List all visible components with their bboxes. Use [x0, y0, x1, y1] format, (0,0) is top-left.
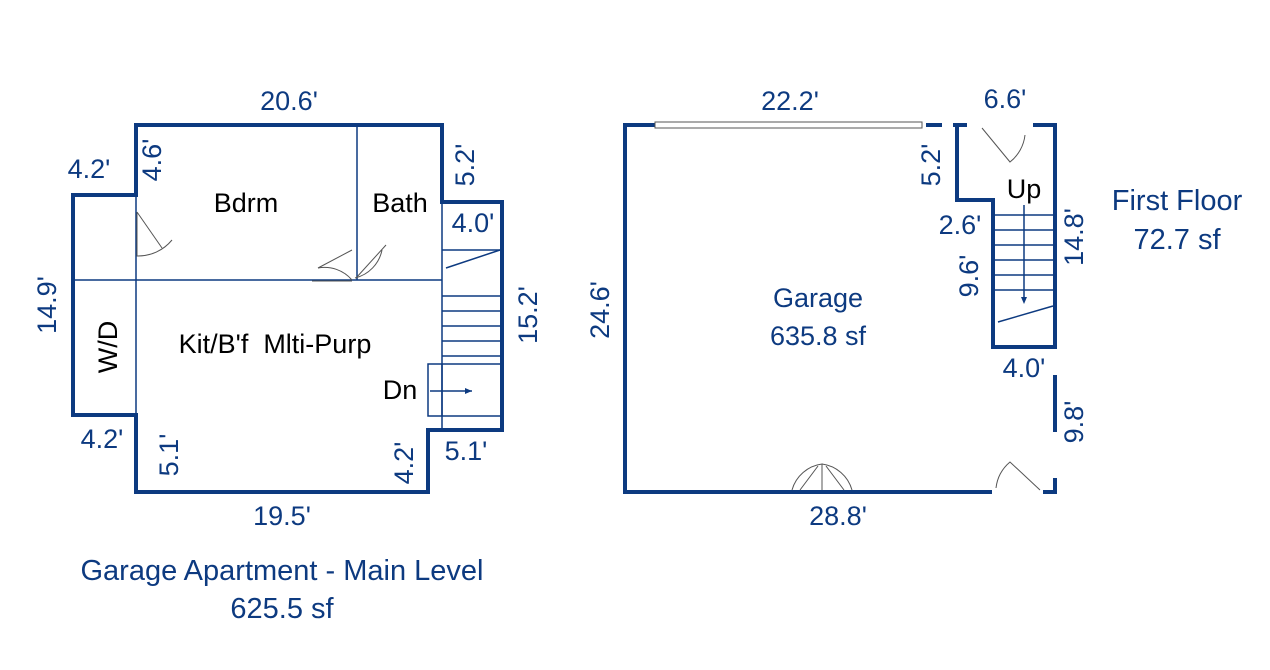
dim-bedroom-wall: 4.6' — [137, 139, 167, 182]
room-label-garage: Garage — [773, 283, 863, 313]
room-label-kitchen: Kit/B'f Mlti-Purp — [179, 329, 372, 359]
dim-stair-top: 4.0' — [452, 208, 495, 238]
dim-stair-notch: 5.2' — [916, 144, 946, 187]
room-label-bedroom: Bdrm — [214, 188, 279, 218]
stairs-down-label: Dn — [383, 375, 418, 405]
dim-stair-right: 14.8' — [1059, 208, 1089, 266]
dim-left-height: 14.9' — [32, 276, 62, 334]
main-stairs — [427, 249, 503, 417]
dim-garage-right-lower: 9.8' — [1059, 401, 1089, 444]
stairs-up-label: Up — [1007, 174, 1042, 204]
dim-garage-top: 22.2' — [761, 86, 819, 116]
garage-plan: Garage 635.8 sf Up 22.2' 6.6' 5.2' 2.6' … — [585, 84, 1089, 531]
room-label-bath: Bath — [372, 188, 428, 218]
dim-bottom-step: 5.1' — [445, 436, 488, 466]
garage-exterior-wall — [623, 123, 992, 494]
dim-bath-right: 5.2' — [450, 144, 480, 187]
main-level-plan: Bdrm Bath W/D Kit/B'f Mlti-Purp Dn 20.6'… — [32, 86, 543, 625]
overhead-garage-door — [654, 121, 923, 129]
main-level-doors — [136, 211, 387, 282]
dim-stair-height: 15.2' — [513, 286, 543, 344]
dim-main-bottom: 19.5' — [253, 501, 311, 531]
dim-left-lower: 4.2' — [81, 424, 124, 454]
main-level-area: 625.5 sf — [230, 593, 334, 625]
first-floor-area: 72.7 sf — [1133, 224, 1221, 256]
main-level-title: Garage Apartment - Main Level — [81, 555, 484, 587]
dim-bottom-right-vertical: 4.2' — [389, 442, 419, 485]
dim-left-upper: 4.2' — [68, 154, 111, 184]
dim-bottom-left-vertical: 5.1' — [154, 434, 184, 477]
up-stairs — [993, 205, 1055, 323]
dim-stair-top: 6.6' — [984, 84, 1027, 114]
dim-main-top: 20.6' — [260, 86, 318, 116]
room-label-laundry: W/D — [93, 321, 123, 373]
garage-area: 635.8 sf — [770, 321, 867, 351]
dim-stair-step: 2.6' — [939, 210, 982, 240]
dim-garage-left: 24.6' — [585, 281, 615, 339]
first-floor-title: First Floor — [1112, 185, 1243, 217]
dim-stair-bottom: 4.0' — [1003, 353, 1046, 383]
garage-doors — [791, 127, 1041, 491]
dim-stair-run: 9.6' — [954, 255, 984, 298]
dim-garage-bottom: 28.8' — [809, 501, 867, 531]
